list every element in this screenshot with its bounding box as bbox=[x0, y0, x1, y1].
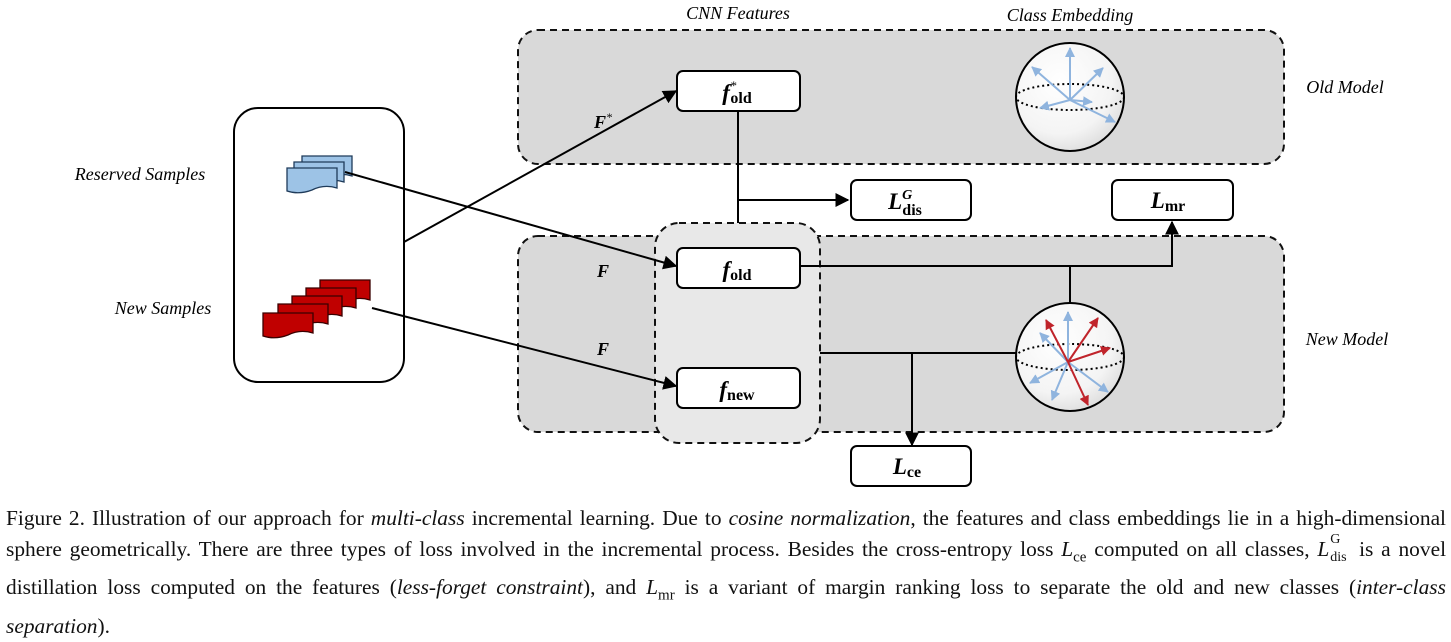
class-embedding-title: Class Embedding bbox=[1007, 5, 1134, 25]
reserved-samples-label: Reserved Samples bbox=[74, 164, 205, 184]
arrow-reserved-to-f-old bbox=[344, 171, 678, 270]
old-class-embedding-sphere bbox=[1015, 42, 1125, 152]
f-star-old-box bbox=[676, 70, 801, 112]
loss-mr-symbol: Lmr bbox=[646, 575, 675, 604]
f-old-edge-label: F bbox=[596, 261, 609, 281]
old-model-label: Old Model bbox=[1306, 77, 1383, 97]
reserved-samples-icon bbox=[286, 155, 353, 194]
f-old-label: fold bbox=[722, 257, 751, 284]
new-samples-label: New Samples bbox=[114, 298, 212, 318]
f-new-box bbox=[676, 367, 801, 409]
old-model-panel bbox=[517, 29, 1285, 165]
l-mr-label: Lmr bbox=[1150, 188, 1186, 215]
l-dis-box bbox=[850, 179, 972, 221]
figure-caption: Figure 2. Illustration of our approach f… bbox=[6, 506, 1447, 639]
arrow-f-old-to-l-mr bbox=[800, 220, 1179, 267]
connector-arrows bbox=[344, 90, 1179, 447]
l-ce-box bbox=[850, 445, 972, 487]
new-model-label: New Model bbox=[1305, 329, 1389, 349]
f-star-edge-label: F* bbox=[593, 110, 612, 132]
f-new-label: fnew bbox=[719, 377, 755, 404]
l-ce-label: Lce bbox=[892, 454, 921, 481]
new-samples-icon bbox=[262, 279, 371, 339]
new-class-embedding-sphere bbox=[1015, 302, 1125, 412]
f-new-edge-label: F bbox=[596, 339, 609, 359]
f-star-old-label: f*old bbox=[722, 78, 752, 107]
arrow-to-f-star-old bbox=[403, 90, 678, 243]
l-mr-box bbox=[1111, 179, 1234, 221]
f-old-box bbox=[676, 247, 801, 289]
samples-container bbox=[233, 107, 405, 383]
cnn-features-title: CNN Features bbox=[686, 3, 790, 23]
arrow-new-to-f-new bbox=[371, 307, 678, 390]
loss-ce-symbol: Lce bbox=[1061, 536, 1087, 565]
